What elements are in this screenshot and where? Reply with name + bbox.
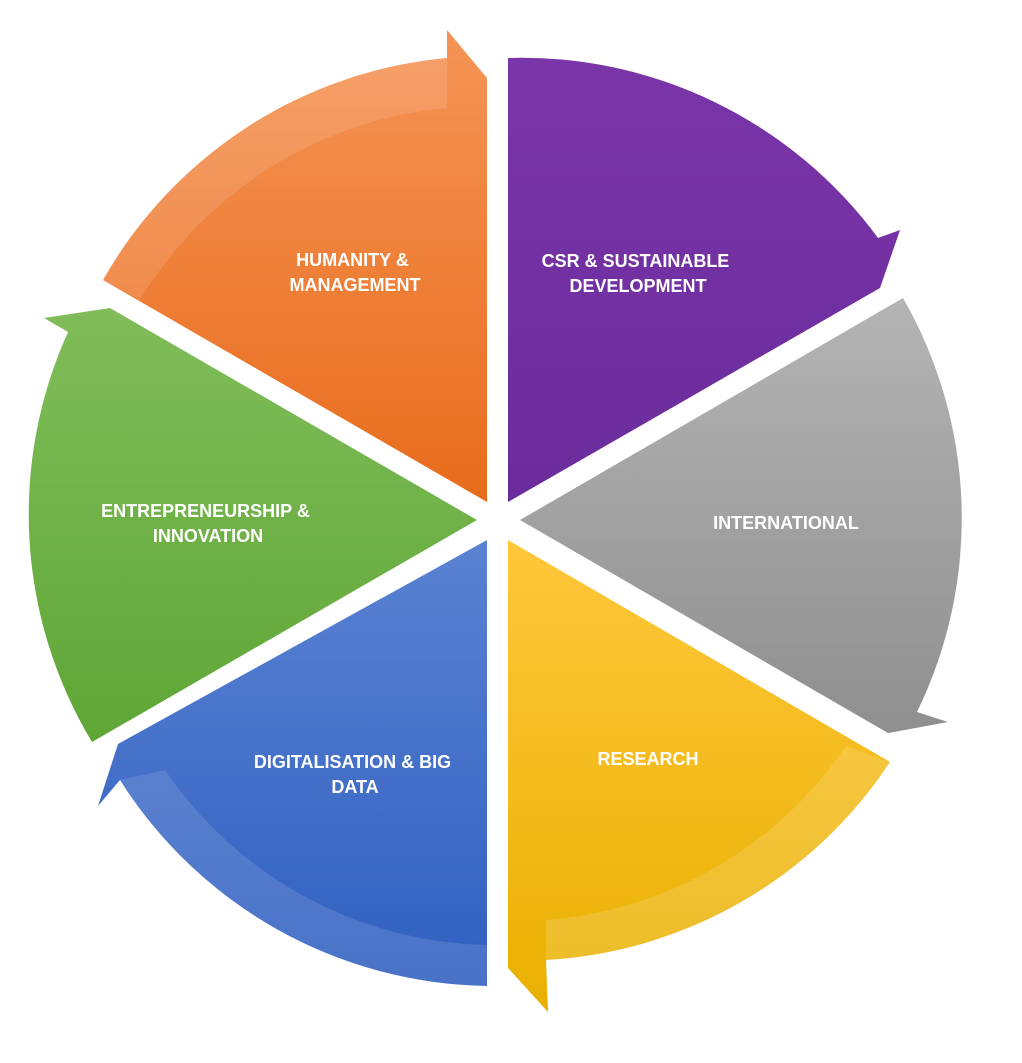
segment-research-highlight (546, 746, 890, 960)
segment-research-label: RESEARCH (597, 749, 698, 769)
segment-research-shape (508, 540, 890, 1012)
segment-csr-label: CSR & SUSTAINABLE DEVELOPMENT (542, 251, 735, 296)
segment-research: RESEARCH (508, 540, 890, 1012)
segment-digitalisation-highlight (120, 770, 487, 986)
segment-humanity-highlight (103, 58, 447, 300)
segment-digitalisation-shape (98, 540, 487, 986)
segment-international-label: INTERNATIONAL (713, 513, 859, 533)
segment-digitalisation-label: DIGITALISATION & BIG DATA (254, 752, 456, 797)
segment-digitalisation: DIGITALISATION & BIG DATA (98, 540, 487, 986)
segment-csr-shape (508, 57, 900, 502)
segment-entrepreneurship-shape (28, 308, 478, 742)
segment-entrepreneurship-label: ENTREPRENEURSHIP & INNOVATION (101, 501, 315, 546)
segment-humanity: HUMANITY & MANAGEMENT (103, 30, 487, 502)
segment-international: INTERNATIONAL (520, 298, 962, 733)
segment-csr: CSR & SUSTAINABLE DEVELOPMENT (508, 57, 900, 502)
segment-international-shape (520, 298, 962, 733)
segment-entrepreneurship: ENTREPRENEURSHIP & INNOVATION (28, 308, 478, 742)
segment-humanity-shape (103, 30, 487, 502)
segment-humanity-label: HUMANITY & MANAGEMENT (290, 250, 421, 295)
